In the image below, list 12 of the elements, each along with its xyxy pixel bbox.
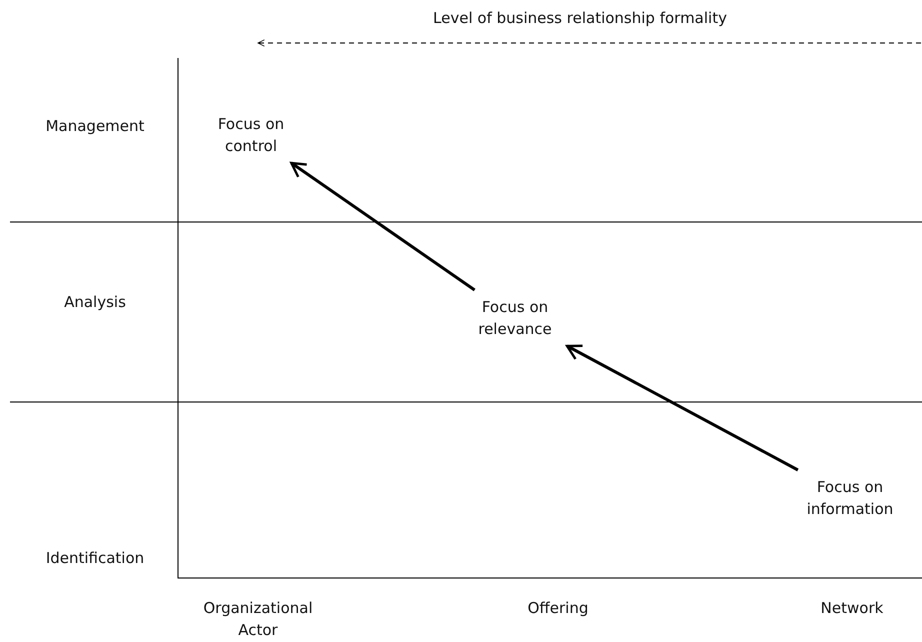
node-text: Focus on relevance [455, 296, 575, 340]
node-text: Focus on control [196, 113, 306, 157]
column-label: Network [820, 598, 884, 619]
row-label: Management [44, 116, 146, 137]
arrow [566, 344, 799, 472]
row-label: Analysis [63, 292, 127, 313]
column-label: Organizational Actor [202, 598, 314, 641]
arrow [290, 162, 476, 292]
node-text: Focus on information [778, 476, 922, 520]
column-label: Offering [526, 598, 590, 619]
axis-title: Level of business relationship formality [432, 8, 728, 29]
row-label: Identification [44, 548, 146, 569]
